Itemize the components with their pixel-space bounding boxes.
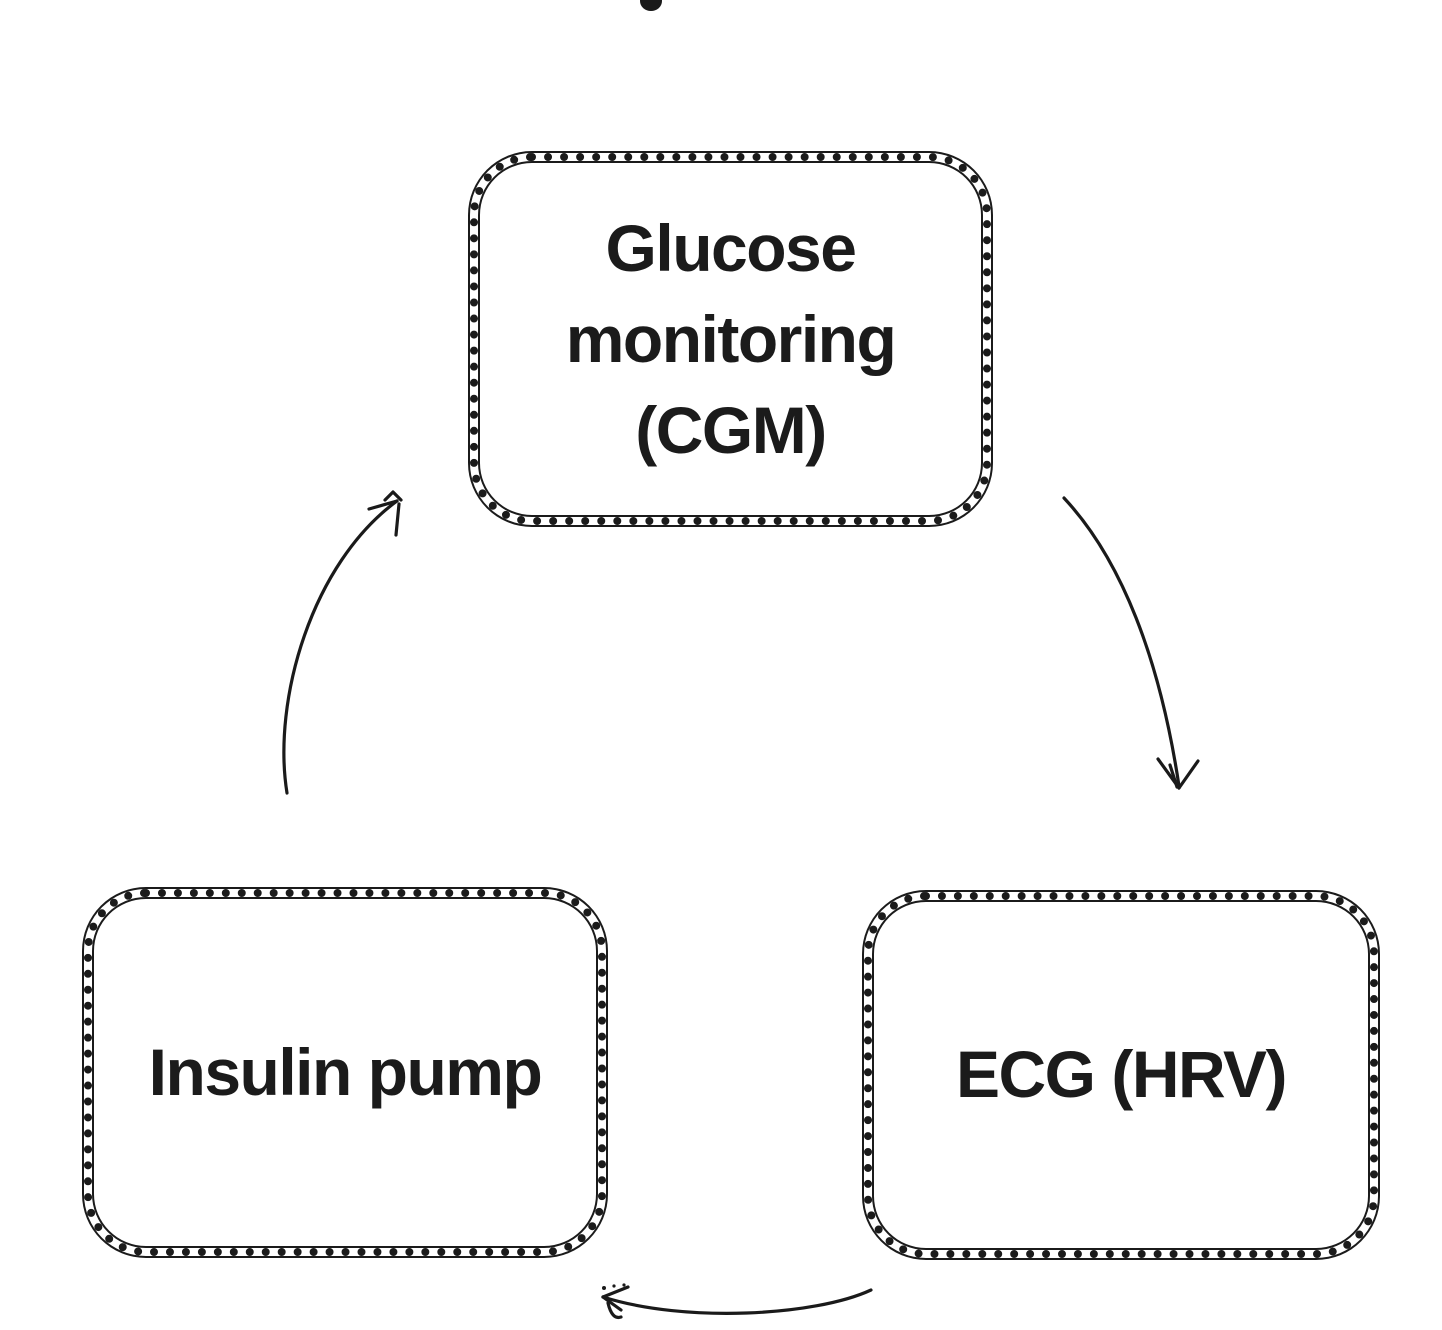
node-ecg-hrv: ECG (HRV) [864, 892, 1378, 1258]
node-label-line: Glucose [605, 210, 857, 285]
node-label-line: (CGM) [635, 392, 827, 467]
node-insulin-pump: Insulin pump [84, 889, 606, 1256]
top-edge-artifact-mark [640, 0, 662, 11]
arrow-insulin-to-cgm [282, 490, 403, 795]
arrow-ecg-to-insulin [601, 1283, 873, 1320]
node-glucose-monitoring: Glucose monitoring (CGM) [470, 153, 991, 525]
arrow-cgm-to-ecg [1062, 496, 1200, 790]
node-label-line: monitoring [565, 301, 897, 376]
node-label: ECG (HRV) [956, 1037, 1287, 1112]
node-label: Insulin pump [148, 1034, 543, 1109]
